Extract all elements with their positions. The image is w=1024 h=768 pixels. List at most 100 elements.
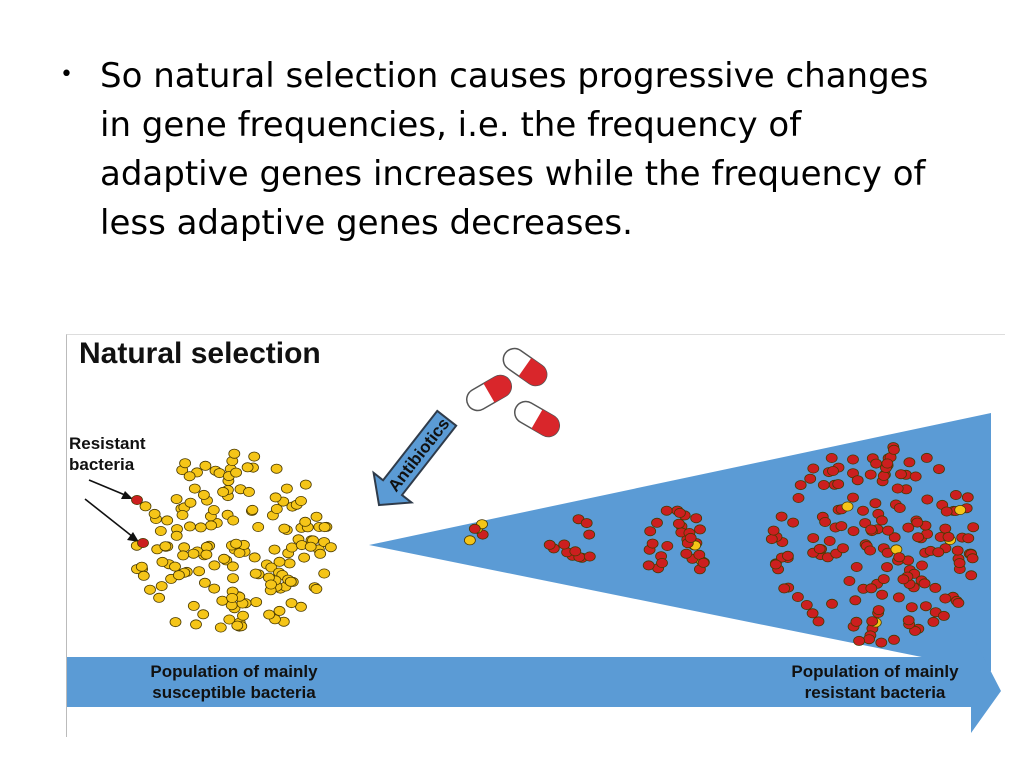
susceptible-bacterium	[207, 504, 220, 515]
resistant-bacterium	[850, 561, 863, 572]
susceptible-bacterium	[173, 570, 185, 581]
susceptible-bacterium	[144, 584, 156, 595]
resistant-bacterium	[813, 543, 826, 554]
resistant-bacterium	[847, 492, 859, 503]
resistant-bacterium	[952, 597, 965, 608]
susceptible-bacterium	[241, 462, 254, 473]
resistant-bacterium	[876, 515, 888, 526]
susceptible-bacterium	[159, 541, 172, 552]
pill-icon	[513, 400, 561, 438]
resistant-bacterium	[583, 551, 596, 562]
susceptible-bacterium	[187, 548, 200, 559]
resistant-bacterium	[794, 480, 807, 491]
susceptible-bacterium	[310, 583, 323, 594]
pointer-arrowhead	[127, 532, 139, 542]
susceptible-bacterium	[248, 552, 261, 563]
resistant-bacterium	[583, 529, 596, 540]
resistant-bacterium	[792, 492, 805, 503]
resistant-bacterium	[863, 634, 875, 645]
resistant-bacterium	[881, 562, 893, 573]
susceptible-bacterium	[265, 579, 277, 590]
resistant-bacterium	[877, 574, 890, 585]
resistant-bacterium	[804, 473, 817, 484]
resistant-bacterium	[787, 517, 799, 528]
susceptible-bacterium	[298, 552, 311, 563]
susceptible-bacterium	[170, 530, 183, 541]
resistant-bacterium	[938, 610, 950, 621]
susceptible-bacterium	[216, 595, 229, 606]
resistant-bacterium	[965, 570, 978, 581]
resistant-bacterium	[895, 469, 907, 480]
resistant-bacterium	[905, 602, 918, 613]
susceptible-bacterium	[283, 558, 296, 569]
susceptible-bacterium	[268, 544, 281, 555]
susceptible-bacterium	[954, 504, 967, 515]
susceptible-bacterium	[156, 556, 169, 567]
susceptible-bacterium	[226, 592, 239, 603]
resistant-bacterium	[769, 559, 782, 570]
resistant-bacterium	[893, 552, 906, 563]
resistant-bacterium	[853, 635, 865, 646]
resistant-bacterium	[909, 471, 922, 482]
resistant-bacterium	[137, 537, 149, 548]
resistant-bacterium	[812, 616, 825, 627]
resistant-bacterium	[872, 605, 885, 616]
resistant-bacterium	[644, 526, 657, 537]
susceptible-bacterium	[153, 592, 165, 603]
figure-canvas: Antibiotics	[67, 347, 1001, 733]
resistant-bacterium	[951, 545, 964, 556]
susceptible-bacterium	[139, 501, 152, 512]
susceptible-bacterium	[295, 495, 307, 506]
resistant-bacterium	[847, 454, 859, 465]
resistant-bacterium	[864, 469, 877, 480]
susceptible-bacterium	[463, 535, 476, 546]
resistant-bacterium	[912, 532, 924, 543]
resistant-bacterium	[642, 560, 655, 571]
resistant-bacterium	[660, 505, 673, 516]
resistant-bacterium	[866, 616, 879, 627]
pointer-arrow	[88, 479, 126, 496]
pointer-arrowhead	[121, 491, 133, 499]
susceptible-bacterium	[270, 503, 283, 514]
resistant-bacterium	[966, 553, 979, 564]
resistant-bacterium	[807, 533, 820, 544]
susceptible-bacterium	[176, 509, 189, 520]
resistant-bacterium	[825, 453, 838, 464]
susceptible-bacterium	[246, 504, 259, 515]
resistant-bacterium	[800, 599, 813, 610]
resistant-bacterium	[817, 479, 830, 490]
susceptible-bacterium	[193, 566, 206, 577]
resistant-bacterium	[902, 522, 915, 533]
susceptible-bacterium	[226, 561, 239, 572]
susceptible-bacterium	[285, 598, 298, 609]
resistant-bacterium	[857, 505, 869, 516]
resistant-bacterium	[891, 483, 904, 494]
susceptible-bacterium	[208, 583, 221, 594]
antibiotics-arrow: Antibiotics	[372, 409, 458, 507]
susceptible-bacterium	[280, 483, 293, 494]
resistant-bacterium	[661, 540, 674, 551]
susceptible-bacterium	[295, 601, 307, 612]
susceptible-bacterium	[285, 542, 298, 553]
resistant-bacterium	[131, 494, 143, 505]
susceptible-bacterium	[237, 610, 249, 621]
resistant-bacterium	[807, 463, 820, 474]
susceptible-bacterium	[249, 568, 262, 579]
susceptible-bacterium	[310, 511, 323, 522]
resistant-bacterium	[870, 458, 882, 469]
resistant-bacterium	[558, 539, 571, 550]
resistant-bacterium	[893, 502, 906, 513]
resistant-bacterium	[778, 583, 791, 594]
susceptible-bacterium	[231, 620, 244, 631]
susceptible-bacterium	[273, 605, 286, 616]
pointer-arrow	[84, 498, 134, 538]
resistant-bacterium	[646, 538, 659, 549]
resistant-bacterium	[823, 535, 836, 546]
susceptible-bacterium	[263, 609, 276, 620]
resistant-bacterium	[940, 506, 953, 517]
resistant-bacterium	[882, 525, 894, 536]
resistant-bacterium	[837, 543, 849, 554]
susceptible-bacterium	[197, 489, 210, 500]
resistant-bacterium	[911, 517, 924, 528]
pill-icon	[502, 347, 548, 387]
